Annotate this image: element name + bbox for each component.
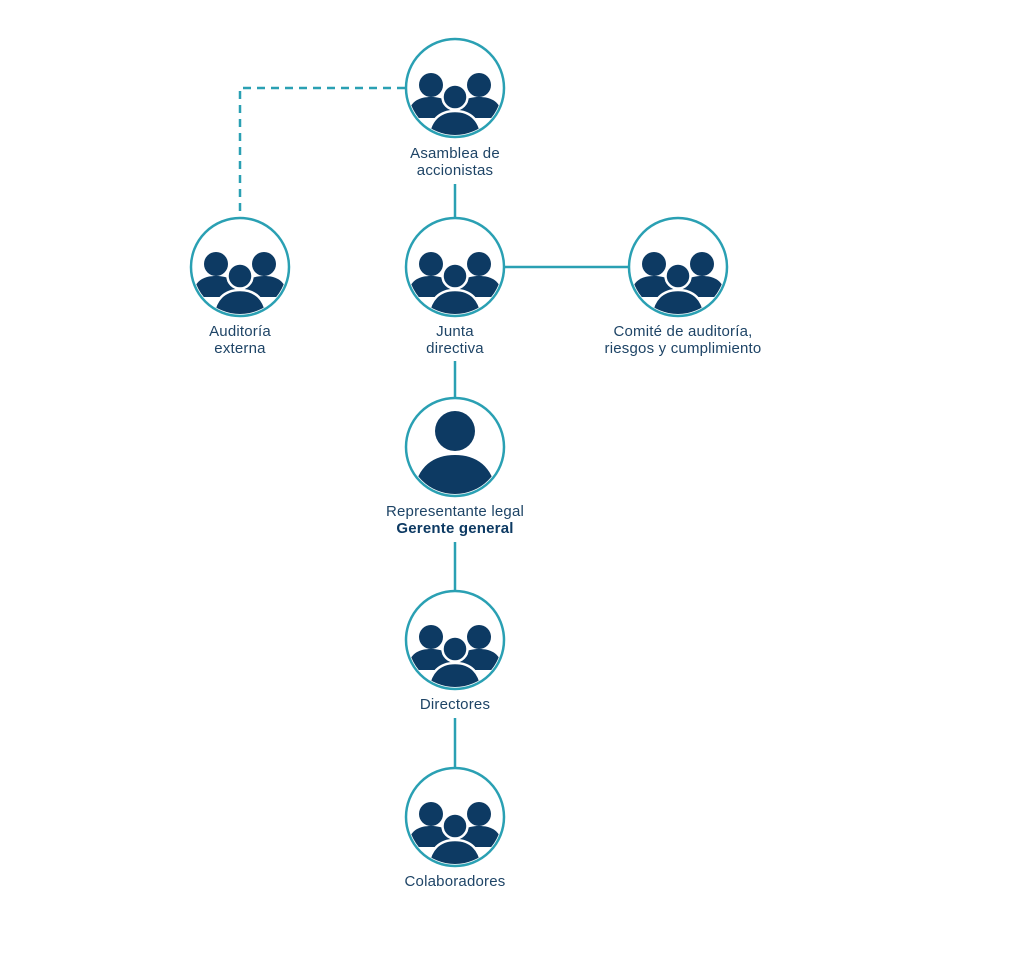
group-icon bbox=[408, 252, 502, 314]
group-icon bbox=[408, 73, 502, 135]
label-representante: Representante legal Gerente general bbox=[325, 503, 585, 537]
label-auditoria-line2: externa bbox=[214, 340, 266, 357]
node-junta bbox=[404, 216, 506, 318]
node-comite bbox=[627, 216, 729, 318]
label-comite-line2: riesgos y cumplimiento bbox=[604, 340, 762, 357]
label-junta: Junta directiva bbox=[325, 323, 585, 357]
node-asamblea bbox=[404, 37, 506, 139]
label-auditoria-line1: Auditoría bbox=[209, 323, 271, 340]
connectors bbox=[238, 86, 629, 768]
label-asamblea: Asamblea de accionistas bbox=[325, 145, 585, 179]
group-icon bbox=[408, 625, 502, 687]
group-icon bbox=[193, 252, 287, 314]
node-representante bbox=[404, 396, 506, 498]
label-comite: Comité de auditoría, riesgos y cumplimie… bbox=[553, 323, 813, 357]
label-auditoria: Auditoría externa bbox=[110, 323, 370, 357]
label-colaboradores-line1: Colaboradores bbox=[404, 873, 506, 890]
node-auditoria bbox=[189, 216, 291, 318]
label-comite-line1: Comité de auditoría, bbox=[613, 323, 753, 340]
node-directores bbox=[404, 589, 506, 691]
label-asamblea-line1: Asamblea de bbox=[410, 145, 500, 162]
person-icon bbox=[413, 411, 497, 494]
node-colaboradores bbox=[404, 766, 506, 868]
group-icon bbox=[631, 252, 725, 314]
label-asamblea-line2: accionistas bbox=[416, 162, 494, 179]
label-colaboradores: Colaboradores bbox=[325, 873, 585, 890]
label-directores-line1: Directores bbox=[419, 696, 491, 713]
label-representante-line1: Representante legal bbox=[385, 503, 525, 520]
label-junta-line2: directiva bbox=[426, 340, 484, 357]
label-directores: Directores bbox=[325, 696, 585, 713]
label-junta-line1: Junta bbox=[436, 323, 474, 340]
label-representante-line2: Gerente general bbox=[396, 520, 514, 537]
